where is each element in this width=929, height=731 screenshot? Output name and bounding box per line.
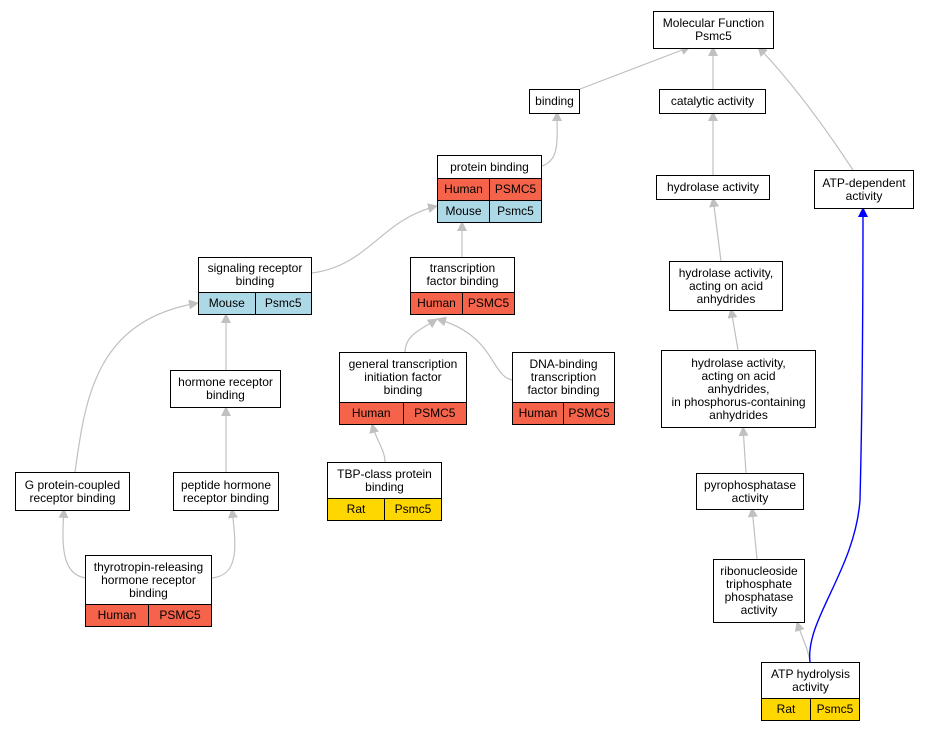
node-label: pyrophosphatase activity (703, 477, 797, 505)
node-atp-hydrolysis[interactable]: ATP hydrolysis activity Rat Psmc5 (761, 662, 860, 721)
node-signaling-receptor-binding[interactable]: signaling receptor binding Mouse Psmc5 (198, 257, 312, 315)
node-label: ribonucleoside triphosphate phosphatase … (720, 564, 798, 617)
node-ntp-phosphatase[interactable]: ribonucleoside triphosphate phosphatase … (713, 559, 805, 623)
edge-signaling-to-protein-binding (311, 203, 438, 274)
edge-gpcr-to-signaling (74, 299, 199, 473)
node-label: TBP-class protein binding (337, 466, 432, 494)
node-peptide-hormone-binding[interactable]: peptide hormone receptor binding (173, 472, 279, 511)
species-row: Human PSMC5 (438, 178, 541, 200)
species-cell: Human (411, 293, 462, 314)
species-cell: Human (513, 403, 563, 424)
gene-cell: Psmc5 (384, 499, 441, 520)
gene-cell: PSMC5 (489, 179, 541, 200)
species-cell: Rat (762, 699, 810, 720)
species-cell: Mouse (438, 201, 489, 222)
species-cell: Rat (328, 499, 384, 520)
node-pyrophosphatase[interactable]: pyrophosphatase activity (696, 473, 804, 510)
edge-general-tf-to-tf-binding (404, 318, 438, 354)
edge-pyrophosphatase-to-phosphorus (738, 426, 749, 474)
node-tbp-binding[interactable]: TBP-class protein binding Rat Psmc5 (327, 462, 442, 521)
node-label: hydrolase activity (666, 180, 760, 194)
edge-trh-to-peptide (211, 508, 238, 579)
gene-cell: PSMC5 (462, 293, 514, 314)
node-label: DNA-binding transcription factor binding (527, 357, 600, 397)
edge-protein-binding-to-binding (541, 111, 563, 167)
node-label: signaling receptor binding (207, 261, 303, 288)
gene-cell: Psmc5 (254, 293, 311, 314)
gene-cell: Psmc5 (810, 699, 859, 720)
node-label: hydrolase activity, acting on acid anhyd… (678, 265, 774, 306)
species-row: Mouse Psmc5 (438, 200, 541, 222)
node-transcription-factor-binding[interactable]: transcription factor binding Human PSMC5 (410, 257, 515, 315)
node-dna-binding-tf-binding[interactable]: DNA-binding transcription factor binding… (512, 352, 615, 425)
node-atp-dependent-activity[interactable]: ATP-dependent activity (814, 170, 914, 209)
node-hydrolase-activity[interactable]: hydrolase activity (656, 175, 770, 200)
node-binding[interactable]: binding (529, 89, 580, 114)
edge-dna-tf-to-tf-binding (436, 316, 513, 381)
node-label: Molecular Function Psmc5 (662, 16, 765, 43)
gene-cell: Psmc5 (489, 201, 541, 222)
species-cell: Mouse (199, 293, 255, 314)
species-row: Rat Psmc5 (762, 698, 859, 720)
node-label: transcription factor binding (426, 261, 499, 288)
node-label: catalytic activity (670, 94, 755, 108)
node-label: peptide hormone receptor binding (180, 477, 272, 505)
gene-cell: PSMC5 (563, 403, 614, 424)
node-label: hydrolase activity, acting on acid anhyd… (671, 355, 806, 422)
node-label: ATP hydrolysis activity (771, 666, 850, 694)
node-label: general transcription initiation factor … (348, 357, 458, 397)
species-row: Human PSMC5 (86, 604, 211, 626)
edge-ntp-to-pyrophosphatase (747, 507, 758, 560)
node-hydrolase-acid-anhydrides[interactable]: hydrolase activity, acting on acid anhyd… (669, 261, 783, 311)
species-row: Mouse Psmc5 (199, 292, 311, 314)
node-hormone-receptor-binding[interactable]: hormone receptor binding (170, 370, 281, 408)
node-catalytic-activity[interactable]: catalytic activity (659, 89, 766, 114)
species-cell: Human (438, 179, 489, 200)
node-trh-receptor-binding[interactable]: thyrotropin-releasing hormone receptor b… (85, 555, 212, 627)
species-row: Human PSMC5 (513, 402, 614, 424)
node-label: binding (535, 94, 574, 108)
edge-tbp-to-general-tf (369, 423, 386, 463)
species-row: Human PSMC5 (411, 292, 514, 314)
node-molecular-function[interactable]: Molecular Function Psmc5 (653, 11, 774, 49)
species-row: Rat Psmc5 (328, 498, 441, 520)
edge-acid-anhydrides-to-hydrolase (709, 197, 722, 262)
edge-atp-dependent-to-molecular-function (757, 46, 854, 171)
edge-phosphorus-to-acid-anhydrides (727, 308, 739, 351)
node-label: ATP-dependent activity (822, 175, 906, 203)
species-cell: Human (86, 605, 148, 626)
node-gpcr-binding[interactable]: G protein-coupled receptor binding (15, 472, 130, 511)
edge-trh-to-gpcr (58, 508, 87, 579)
node-label: G protein-coupled receptor binding (24, 477, 121, 505)
node-label: thyrotropin-releasing hormone receptor b… (93, 559, 204, 600)
node-protein-binding[interactable]: protein binding Human PSMC5 Mouse Psmc5 (437, 155, 542, 223)
gene-cell: PSMC5 (402, 403, 466, 424)
edge-binding-to-molecular-function (579, 45, 691, 90)
node-label: hormone receptor binding (178, 375, 273, 402)
node-general-tf-binding[interactable]: general transcription initiation factor … (339, 352, 467, 425)
edge-atp-hydrolysis-to-atp-dependent (809, 207, 868, 663)
species-row: Human PSMC5 (340, 402, 466, 424)
node-label: protein binding (450, 159, 529, 174)
edge-atp-hydrolysis-to-ntp (794, 621, 811, 663)
species-cell: Human (340, 403, 403, 424)
gene-cell: PSMC5 (148, 605, 211, 626)
node-hydrolase-phosphorus[interactable]: hydrolase activity, acting on acid anhyd… (661, 350, 816, 428)
